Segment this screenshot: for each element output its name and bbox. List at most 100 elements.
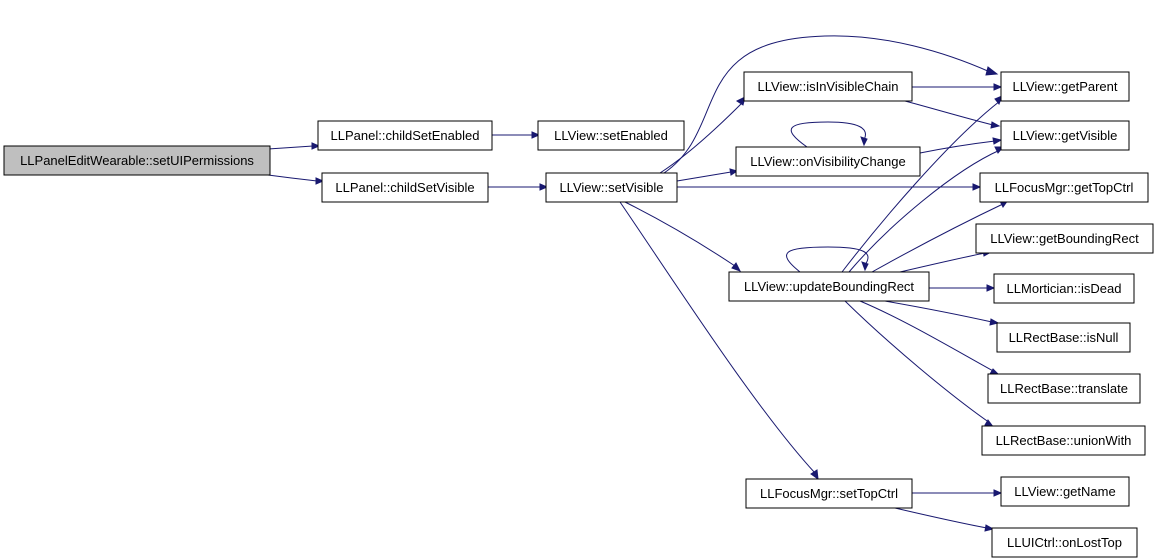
node-box [321, 172, 489, 203]
edge-line [790, 121, 866, 148]
edge-set-top-ctrl-to-get-name [911, 489, 1003, 497]
edge-line [676, 171, 732, 182]
edge-on-visibility-change-to-on-visibility-change [790, 121, 868, 148]
edge-line [871, 202, 1006, 273]
edge-set-visible-to-get-parent [663, 35, 999, 174]
edge-set-visible-to-get-top-ctrl [677, 183, 982, 191]
node-label: LLRectBase::isNull [1009, 330, 1119, 345]
arrowhead [989, 318, 1000, 326]
node-box [745, 478, 913, 509]
node-child-set-enabled[interactable]: LLPanel::childSetEnabled [317, 120, 493, 151]
edge-line [848, 149, 1001, 273]
edge-child-set-visible-to-set-visible [487, 183, 549, 191]
arrowhead [986, 284, 996, 292]
node-get-top-ctrl[interactable]: LLFocusMgr::getTopCtrl [979, 172, 1149, 203]
arrowhead [860, 136, 868, 147]
arrowhead [531, 131, 541, 139]
node-get-visible[interactable]: LLView::getVisible [1000, 120, 1130, 151]
edge-is-in-visible-chain-to-get-visible [904, 100, 1001, 129]
node-label: LLView::getVisible [1013, 128, 1118, 143]
node-label: LLView::getBoundingRect [990, 231, 1139, 246]
edge-line [919, 140, 996, 154]
node-box [1000, 120, 1130, 151]
node-label: LLRectBase::unionWith [996, 433, 1132, 448]
node-label: LLUICtrl::onLostTop [1007, 535, 1122, 550]
edge-update-bounding-rect-to-is-dead [929, 284, 996, 292]
node-box [996, 322, 1131, 353]
node-is-null[interactable]: LLRectBase::isNull [996, 322, 1131, 353]
node-box [728, 271, 930, 302]
arrowhead [539, 183, 549, 191]
node-label: LLView::getName [1014, 484, 1115, 499]
node-on-visibility-change[interactable]: LLView::onVisibilityChange [735, 146, 921, 177]
node-update-bounding-rect[interactable]: LLView::updateBoundingRect [728, 271, 930, 302]
node-box [317, 120, 493, 151]
node-get-parent[interactable]: LLView::getParent [1000, 71, 1130, 102]
node-box [735, 146, 921, 177]
node-box [979, 172, 1149, 203]
node-set-top-ctrl[interactable]: LLFocusMgr::setTopCtrl [745, 478, 913, 509]
nodes-layer: LLPanelEditWearable::setUIPermissionsLLP… [3, 71, 1154, 558]
edge-child-set-enabled-to-set-enabled [492, 131, 541, 139]
edge-line [659, 102, 743, 174]
node-translate[interactable]: LLRectBase::translate [987, 373, 1141, 404]
node-label: LLView::setVisible [559, 180, 663, 195]
node-box [987, 373, 1141, 404]
edge-update-bounding-rect-to-is-null [884, 300, 1000, 326]
node-is-in-visible-chain[interactable]: LLView::isInVisibleChain [743, 71, 913, 102]
arrowhead [990, 121, 1001, 129]
node-box [537, 120, 685, 151]
arrowhead [731, 262, 742, 272]
edge-line [786, 246, 869, 273]
edge-update-bounding-rect-to-translate [859, 300, 1002, 377]
edge-line [899, 252, 986, 273]
node-root[interactable]: LLPanelEditWearable::setUIPermissions [3, 145, 271, 176]
edge-root-to-child-set-visible [267, 174, 325, 185]
edge-line [267, 174, 318, 182]
node-box [743, 71, 913, 102]
edge-line [624, 201, 736, 267]
node-box [545, 172, 678, 203]
edge-is-in-visible-chain-to-get-parent [912, 83, 1003, 91]
node-box [991, 527, 1138, 558]
edge-set-visible-to-on-visibility-change [676, 168, 739, 182]
node-get-bounding-rect[interactable]: LLView::getBoundingRect [975, 223, 1154, 254]
node-set-enabled[interactable]: LLView::setEnabled [537, 120, 685, 151]
arrowhead [810, 469, 819, 481]
arrowhead [729, 168, 739, 176]
node-get-name[interactable]: LLView::getName [1000, 476, 1130, 507]
node-label: LLPanel::childSetVisible [335, 180, 474, 195]
node-label: LLPanel::childSetEnabled [331, 128, 480, 143]
node-child-set-visible[interactable]: LLPanel::childSetVisible [321, 172, 489, 203]
node-box [3, 145, 271, 176]
edge-root-to-child-set-enabled [267, 142, 321, 150]
node-box [1000, 476, 1130, 507]
edge-line [904, 100, 994, 126]
arrowhead [315, 177, 325, 185]
edge-set-visible-to-update-bounding-rect [624, 201, 742, 272]
node-label: LLMortician::isDead [1007, 281, 1122, 296]
node-label: LLView::onVisibilityChange [750, 154, 905, 169]
node-label: LLView::updateBoundingRect [744, 279, 914, 294]
edge-line [267, 145, 314, 150]
node-box [993, 273, 1135, 304]
node-set-visible[interactable]: LLView::setVisible [545, 172, 678, 203]
edge-set-top-ctrl-to-on-lost-top [894, 507, 995, 532]
arrowhead [993, 489, 1003, 497]
arrowhead [984, 524, 995, 532]
edge-line [859, 300, 996, 373]
arrowhead [992, 137, 1003, 145]
node-on-lost-top[interactable]: LLUICtrl::onLostTop [991, 527, 1138, 558]
node-union-with[interactable]: LLRectBase::unionWith [981, 425, 1146, 456]
edge-line [841, 100, 1001, 273]
node-is-dead[interactable]: LLMortician::isDead [993, 273, 1135, 304]
node-label: LLFocusMgr::getTopCtrl [995, 180, 1134, 195]
node-label: LLFocusMgr::setTopCtrl [760, 486, 898, 501]
node-label: LLPanelEditWearable::setUIPermissions [20, 153, 254, 168]
edge-on-visibility-change-to-get-visible [919, 137, 1003, 154]
arrowhead [972, 183, 982, 191]
edge-set-visible-to-set-top-ctrl [619, 201, 819, 481]
arrowhead [985, 66, 999, 76]
edges-layer [267, 35, 1010, 532]
